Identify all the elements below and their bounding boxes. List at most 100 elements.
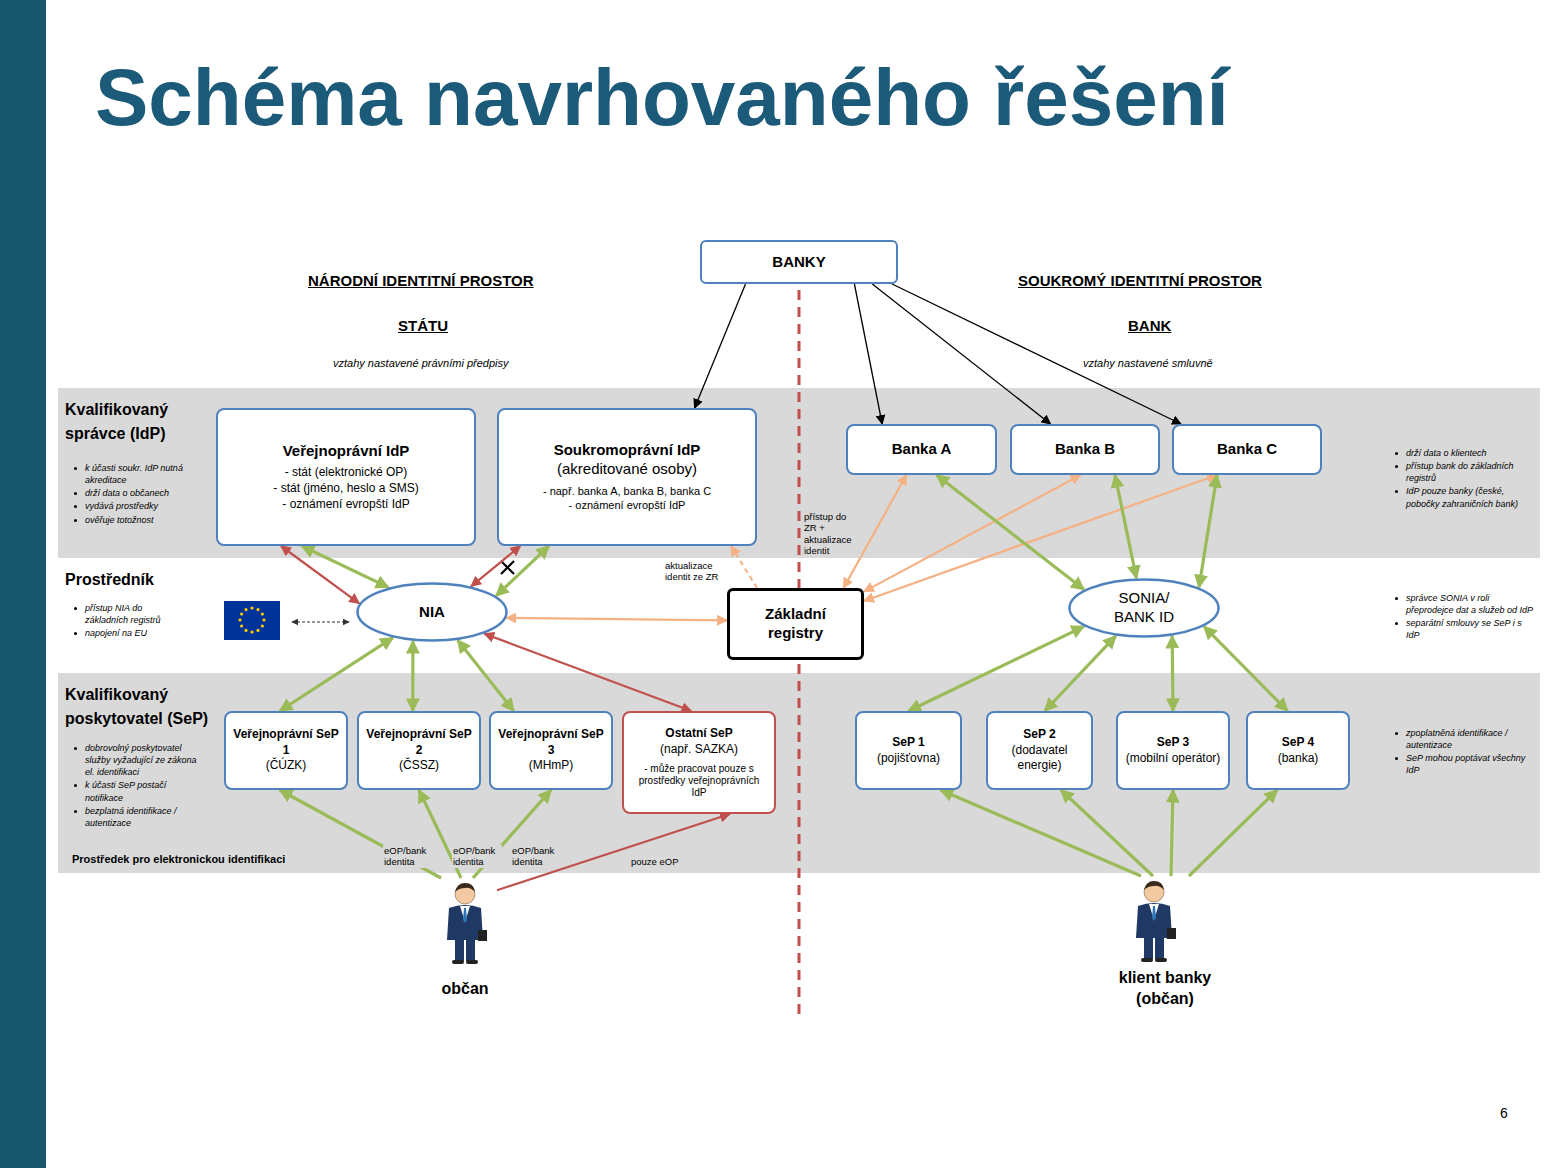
hub-ellipse: NIA — [356, 582, 508, 642]
band-heading: Prostředek pro elektronickou identifikac… — [72, 853, 342, 865]
connector — [497, 814, 730, 890]
text-label: BANK — [1128, 317, 1171, 334]
node-title: Veřejnoprávní SeP 1 — [233, 727, 339, 758]
node-body: (pojišťovna) — [877, 751, 940, 767]
connector — [941, 790, 1141, 876]
text-label: STÁTU — [398, 317, 448, 334]
node-title: SeP 4 — [1282, 735, 1314, 751]
person-node: občan — [425, 878, 505, 1000]
bullet-note: přístup bank do základních registrů — [1393, 460, 1535, 484]
hub-ellipse: SONIA/ BANK ID — [1068, 578, 1220, 638]
ellipse-shape — [358, 584, 507, 641]
node-body: (ČSSZ) — [399, 758, 439, 774]
bullet-note: drží data o klientech — [1393, 447, 1535, 459]
bullet-note: zpoplatněná identifikace / autentizace — [1393, 727, 1535, 751]
node-body: - stát (jméno, heslo a SMS) — [273, 481, 418, 497]
eu-flag — [224, 601, 280, 640]
text-label: vztahy nastavené právními předpisy — [333, 357, 508, 369]
bullet-note: separátní smlouvy se SeP i s IdP — [1393, 617, 1535, 641]
node-title: Ostatní SeP — [665, 726, 732, 742]
idp-box: Veřejnoprávní IdP- stát (elektronické OP… — [216, 408, 476, 546]
node-title: Základní registry — [746, 605, 846, 643]
connector — [937, 475, 1084, 590]
connector — [1171, 636, 1175, 711]
slide-title: Schéma navrhovaného řešení — [95, 52, 1229, 144]
idp-box: Soukromoprávní IdP(akreditované osoby)- … — [497, 408, 757, 546]
connector — [471, 546, 520, 586]
connector — [280, 790, 441, 878]
label-group: vztahy nastavené právními předpisy — [333, 353, 508, 371]
connector — [1045, 636, 1116, 711]
connector — [496, 546, 549, 596]
edge-label: eOP/bank identita — [383, 845, 433, 868]
connector — [695, 284, 746, 408]
bank-box: Banka C — [1172, 424, 1322, 475]
label-group: SOUKROMÝ IDENTITNÍ PROSTOR — [1018, 272, 1262, 290]
node-title: Banka B — [1055, 440, 1115, 459]
sep-box: Ostatní SeP(např. SAZKA)- může pracovat … — [622, 711, 776, 814]
node-body: - stát (elektronické OP) — [285, 465, 408, 481]
node-title: Veřejnoprávní SeP 2 — [366, 727, 472, 758]
connector — [484, 634, 691, 711]
node-body: - může pracovat pouze s prostředky veřej… — [631, 763, 767, 799]
connector — [411, 641, 414, 711]
node-title: SeP 1 — [892, 735, 924, 751]
node-title: BANKY — [772, 253, 825, 272]
node-body: - oznámení evropští IdP — [569, 498, 686, 512]
text-label: vztahy nastavené smluvně — [1083, 357, 1213, 369]
connector — [892, 284, 1181, 424]
connector — [854, 284, 882, 424]
connector — [458, 640, 514, 711]
node-body: (ČÚZK) — [266, 758, 307, 774]
edge-label: aktualizace identit ze ZR — [664, 560, 736, 583]
bank-box: Banka B — [1010, 424, 1160, 475]
bullet-note: drží data o občanech — [72, 487, 202, 499]
connector — [1061, 790, 1153, 876]
label-group: vztahy nastavené smluvně — [1083, 353, 1213, 371]
person-figure — [1136, 881, 1176, 962]
connector — [872, 284, 1050, 424]
label-group: 6 — [1500, 1105, 1508, 1121]
bullet-note: IdP pouze banky (české, pobočky zahranič… — [1393, 485, 1535, 509]
node-title: občan — [441, 979, 488, 1000]
node-title: klient banky (občan) — [1110, 968, 1220, 1010]
connector — [1115, 475, 1136, 578]
registry-box: Základní registry — [727, 588, 864, 660]
connector — [1189, 790, 1277, 876]
bullet-note: dobrovolný poskytovatel služby vyžadujíc… — [72, 742, 202, 778]
connector — [1199, 475, 1217, 587]
text-label: Prostředník — [65, 568, 185, 592]
blocked-mark — [501, 561, 514, 574]
node-body: (MHmP) — [529, 758, 574, 774]
connector — [1204, 626, 1288, 711]
node-body: (mobilní operátor) — [1126, 751, 1221, 767]
text-group: Prostředek pro elektronickou identifikac… — [72, 853, 342, 865]
sep-box: SeP 4(banka) — [1246, 711, 1350, 790]
label-group: STÁTU — [398, 317, 448, 335]
connector — [507, 618, 728, 621]
sep-box: Veřejnoprávní SeP 3(MHmP) — [489, 711, 613, 790]
edge-label: eOP/bank identita — [511, 845, 561, 868]
ellipse-shape — [1070, 580, 1219, 637]
text-label: SOUKROMÝ IDENTITNÍ PROSTOR — [1018, 272, 1262, 289]
bullet-note: napojení na EU — [72, 627, 187, 639]
band-heading: Kvalifikovaný správce (IdP) — [65, 398, 205, 446]
sep-box: SeP 2(dodavatel energie) — [986, 711, 1093, 790]
label-group: Prostředník — [65, 568, 185, 592]
connector — [280, 638, 393, 711]
bullet-note: SeP mohou poptávat všechny IdP — [1393, 752, 1535, 776]
node-body: (akreditované osoby) — [557, 460, 697, 479]
node-title: SeP 2 — [1023, 727, 1055, 743]
connector — [281, 546, 359, 603]
node-title: Banka A — [892, 440, 951, 459]
label-group: BANK — [1128, 317, 1171, 335]
bullet-note: ověřuje totožnost — [72, 514, 202, 526]
person-node: klient banky (občan) — [1105, 876, 1225, 1010]
sep-box: SeP 1(pojišťovna) — [855, 711, 962, 790]
sep-box: Veřejnoprávní SeP 2(ČSSZ) — [357, 711, 481, 790]
node-title: SONIA/ BANK ID — [1104, 589, 1184, 627]
connector — [909, 626, 1085, 711]
node-body: - oznámení evropští IdP — [282, 497, 409, 513]
